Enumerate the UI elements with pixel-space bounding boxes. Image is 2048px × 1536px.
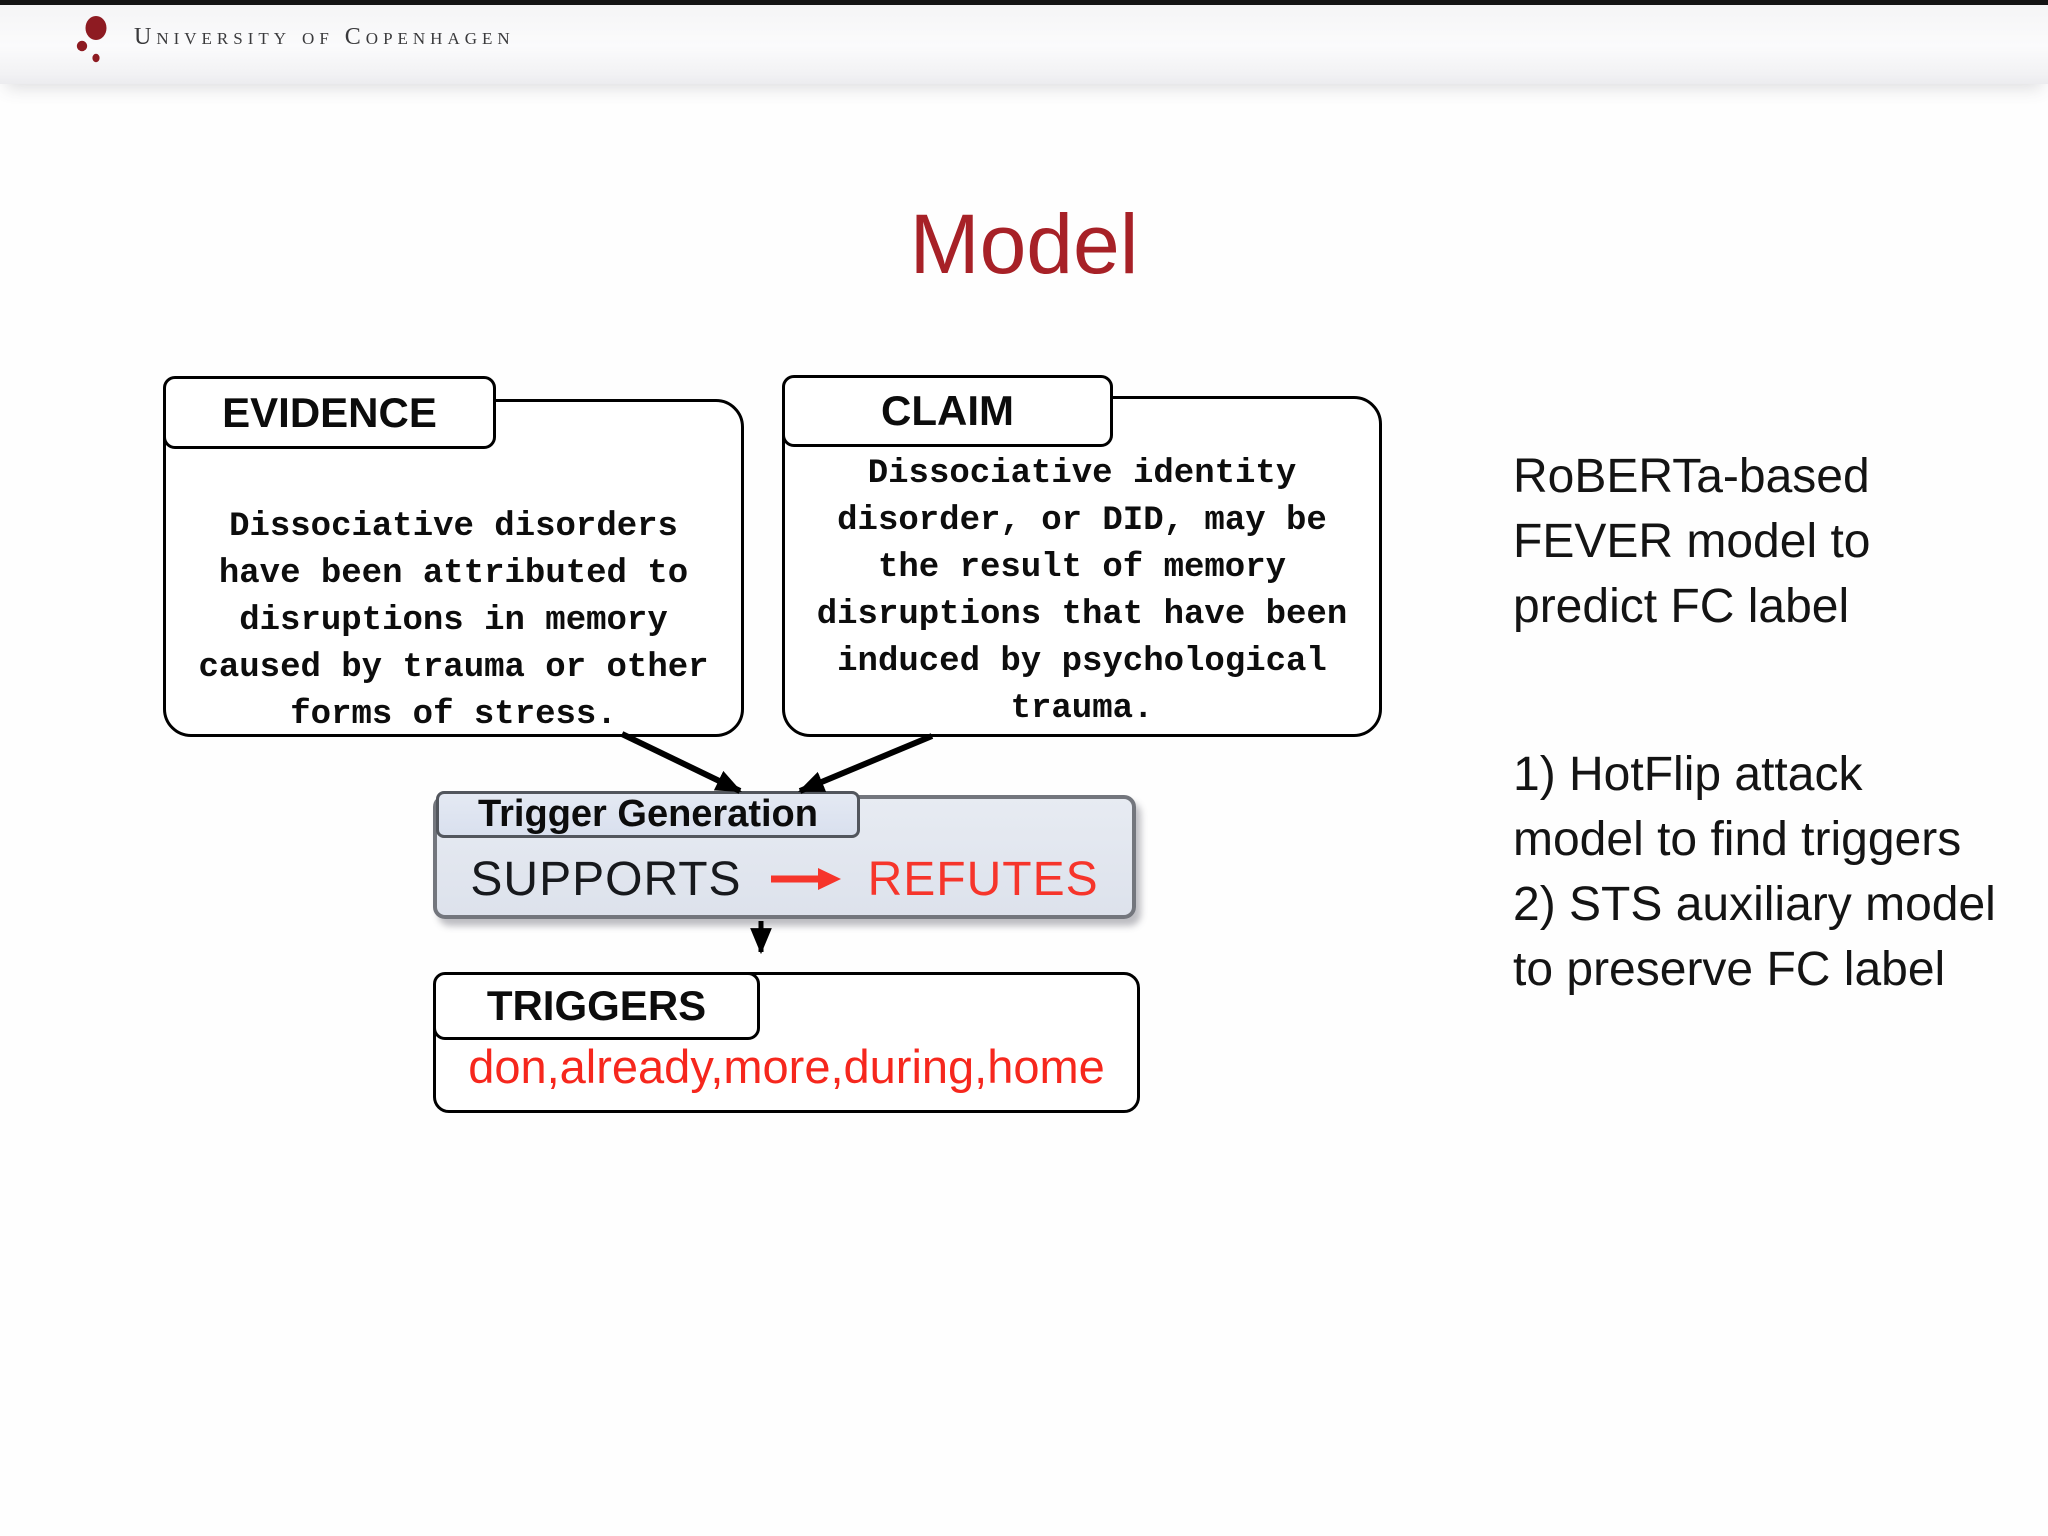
evidence-box: Dissociative disorders have been attribu… xyxy=(163,399,744,737)
evidence-text-line: forms of stress. xyxy=(290,696,617,734)
claim-text: Dissociative identity disorder, or DID, … xyxy=(785,451,1379,733)
claim-text-line: trauma. xyxy=(1010,690,1154,728)
trigger-generation-label: Trigger Generation xyxy=(436,791,860,838)
note-line: model to find triggers xyxy=(1513,813,1962,866)
note-steps: 1) HotFlip attack model to find triggers… xyxy=(1513,742,1996,1002)
evidence-text-line: disruptions in memory xyxy=(239,602,668,640)
evidence-text-line: Dissociative disorders xyxy=(229,508,678,546)
evidence-label: EVIDENCE xyxy=(163,376,496,449)
note-line: to preserve FC label xyxy=(1513,943,1946,996)
arrow-evidence-to-trigger xyxy=(620,731,742,794)
evidence-text: Dissociative disorders have been attribu… xyxy=(166,504,741,739)
header-bar: University of Copenhagen xyxy=(0,0,2048,84)
top-accent-strip xyxy=(0,0,2048,5)
note-line: FEVER model to xyxy=(1513,515,1871,568)
claim-text-line: disorder, or DID, may be xyxy=(837,502,1327,540)
triggers-label: TRIGGERS xyxy=(433,972,760,1040)
note-line: predict FC label xyxy=(1513,580,1850,633)
note-line: 1) HotFlip attack xyxy=(1513,748,1863,801)
university-logo-icon xyxy=(76,16,107,63)
note-roberta: RoBERTa-based FEVER model to predict FC … xyxy=(1513,444,1870,639)
note-line: RoBERTa-based xyxy=(1513,450,1870,503)
university-wordmark: University of Copenhagen xyxy=(134,24,515,50)
claim-text-line: Dissociative identity xyxy=(867,455,1297,493)
claim-label: CLAIM xyxy=(782,375,1113,447)
evidence-text-line: have been attributed to xyxy=(218,555,689,593)
refutes-label: REFUTES xyxy=(867,852,1099,906)
claim-box: Dissociative identity disorder, or DID, … xyxy=(782,396,1382,737)
claim-text-line: disruptions that have been xyxy=(816,596,1348,634)
evidence-text-line: caused by trauma or other xyxy=(198,649,709,687)
supports-label: SUPPORTS xyxy=(470,852,742,906)
claim-text-line: the result of memory xyxy=(877,549,1287,587)
label-flip-row: SUPPORTS REFUTES xyxy=(437,847,1132,911)
claim-text-line: induced by psychological xyxy=(837,643,1327,681)
red-arrow-right-icon xyxy=(770,868,841,890)
triggers-values: don,already,more,during,home xyxy=(468,1040,1105,1093)
arrow-claim-to-trigger xyxy=(798,733,934,794)
note-line: 2) STS auxiliary model xyxy=(1513,878,1996,931)
page-title: Model xyxy=(909,197,1139,291)
